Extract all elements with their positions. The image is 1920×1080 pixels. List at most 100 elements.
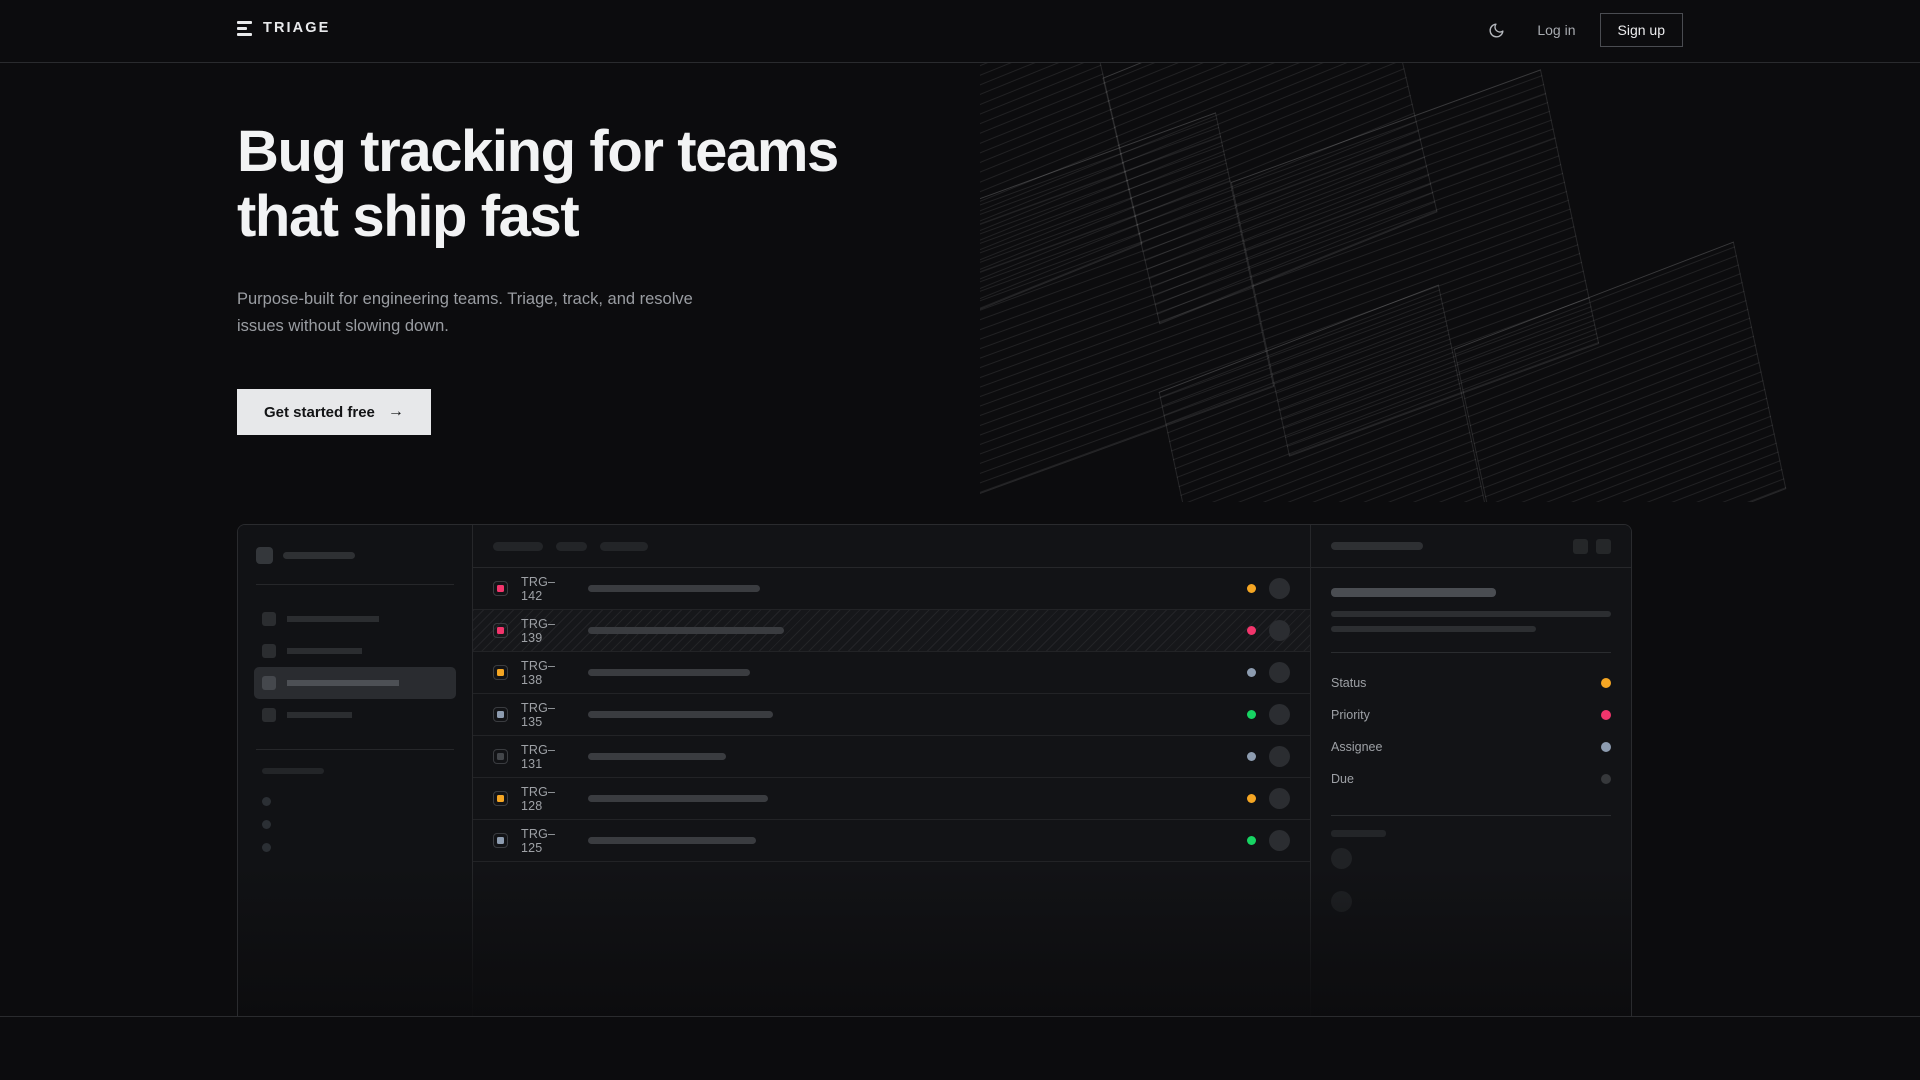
stacked-bars-logo-icon xyxy=(237,20,252,36)
sidebar-sub-item-0[interactable] xyxy=(254,790,456,813)
priority-icon xyxy=(493,833,508,848)
priority-icon xyxy=(493,665,508,680)
bullet-icon xyxy=(262,843,271,852)
avatar[interactable] xyxy=(1269,620,1290,641)
signup-button[interactable]: Sign up xyxy=(1599,13,1683,47)
sidebar-item-3[interactable] xyxy=(254,699,456,731)
avatar[interactable] xyxy=(1269,578,1290,599)
avatar[interactable] xyxy=(1269,746,1290,767)
headline-line-2: that ship fast xyxy=(237,183,580,249)
table-row[interactable]: TRG–135 xyxy=(473,694,1310,736)
table-row[interactable]: TRG–128 xyxy=(473,778,1310,820)
avatar[interactable] xyxy=(1269,704,1290,725)
sidebar-item-label xyxy=(287,712,352,718)
priority-icon xyxy=(493,581,508,596)
deco-sheet xyxy=(980,112,1275,500)
login-link[interactable]: Log in xyxy=(1537,22,1576,38)
deco-sheet xyxy=(1158,284,1492,502)
issue-id: TRG–142 xyxy=(521,574,556,603)
issue-list-toolbar xyxy=(473,525,1310,568)
detail-field-status[interactable]: Status xyxy=(1331,667,1611,699)
issue-title-placeholder xyxy=(588,753,726,760)
field-value-indicator xyxy=(1601,678,1611,688)
workspace-name-placeholder xyxy=(283,552,355,559)
sidebar-item-label xyxy=(287,680,399,686)
detail-field-priority[interactable]: Priority xyxy=(1331,699,1611,731)
detail-header-actions xyxy=(1573,538,1611,554)
sidebar-section-label xyxy=(262,768,324,774)
detail-description-placeholder xyxy=(1331,611,1611,632)
divider xyxy=(1331,652,1611,653)
sidebar-item-icon xyxy=(262,676,276,690)
sidebar-item-label xyxy=(287,648,362,654)
description-line-1 xyxy=(1331,626,1536,632)
avatar xyxy=(1331,848,1352,869)
detail-action-button-0[interactable] xyxy=(1573,538,1588,554)
bullet-icon xyxy=(262,797,271,806)
priority-icon xyxy=(493,707,508,722)
sidebar-item-icon xyxy=(262,708,276,722)
bullet-icon xyxy=(262,820,271,829)
issue-title-placeholder xyxy=(588,711,773,718)
avatar[interactable] xyxy=(1269,830,1290,851)
workspace-avatar xyxy=(256,547,273,564)
brand-logo[interactable]: TRIAGE xyxy=(237,20,330,36)
comment-item-0 xyxy=(1331,837,1611,880)
detail-comments xyxy=(1331,837,1611,923)
get-started-label: Get started free xyxy=(264,403,375,421)
field-value-indicator xyxy=(1601,710,1611,720)
deco-sheet xyxy=(1230,69,1600,457)
detail-field-assignee[interactable]: Assignee xyxy=(1331,731,1611,763)
sidebar-item-2[interactable] xyxy=(254,667,456,699)
arrow-right-icon: → xyxy=(387,403,404,421)
field-label: Due xyxy=(1331,772,1354,786)
avatar xyxy=(1331,891,1352,912)
deco-sheet xyxy=(1453,241,1787,502)
status-badge xyxy=(1247,752,1256,761)
sidebar-item-icon xyxy=(262,612,276,626)
divider xyxy=(1331,815,1611,816)
comment-item-1 xyxy=(1331,880,1611,923)
status-badge xyxy=(1247,626,1256,635)
toolbar-control-1[interactable] xyxy=(556,541,587,551)
sidebar-sub-items xyxy=(254,790,456,859)
toolbar-control-0[interactable] xyxy=(493,541,543,551)
detail-header xyxy=(1311,525,1631,568)
avatar[interactable] xyxy=(1269,662,1290,683)
detail-action-button-1[interactable] xyxy=(1596,538,1611,554)
sidebar-item-0[interactable] xyxy=(254,603,456,635)
table-row[interactable]: TRG–131 xyxy=(473,736,1310,778)
sidebar-item-1[interactable] xyxy=(254,635,456,667)
detail-title-placeholder xyxy=(1331,542,1423,550)
table-row[interactable]: TRG–138 xyxy=(473,652,1310,694)
field-label: Priority xyxy=(1331,708,1370,722)
workspace-switcher[interactable] xyxy=(254,543,456,566)
table-row[interactable]: TRG–139 xyxy=(473,610,1310,652)
avatar[interactable] xyxy=(1269,788,1290,809)
issue-id: TRG–128 xyxy=(521,784,556,813)
issue-id: TRG–138 xyxy=(521,658,556,687)
sidebar-nav xyxy=(254,603,456,731)
detail-field-due[interactable]: Due xyxy=(1331,763,1611,795)
priority-icon xyxy=(493,623,508,638)
field-label: Status xyxy=(1331,676,1367,690)
deco-sheet xyxy=(980,62,1143,357)
get-started-button[interactable]: Get started free → xyxy=(237,389,431,436)
table-row[interactable]: TRG–125 xyxy=(473,820,1310,862)
status-badge xyxy=(1247,710,1256,719)
status-badge xyxy=(1247,668,1256,677)
sidebar-sub-item-1[interactable] xyxy=(254,813,456,836)
issue-id: TRG–135 xyxy=(521,700,556,729)
decorative-striped-panels xyxy=(980,62,1920,502)
divider xyxy=(256,584,454,585)
moon-icon[interactable] xyxy=(1479,13,1513,47)
sidebar-sub-item-2[interactable] xyxy=(254,836,456,859)
table-row[interactable]: TRG–142 xyxy=(473,568,1310,610)
issue-title-placeholder xyxy=(588,837,756,844)
top-navbar: TRIAGE Log in Sign up xyxy=(0,0,1920,63)
toolbar-control-2[interactable] xyxy=(600,541,648,551)
